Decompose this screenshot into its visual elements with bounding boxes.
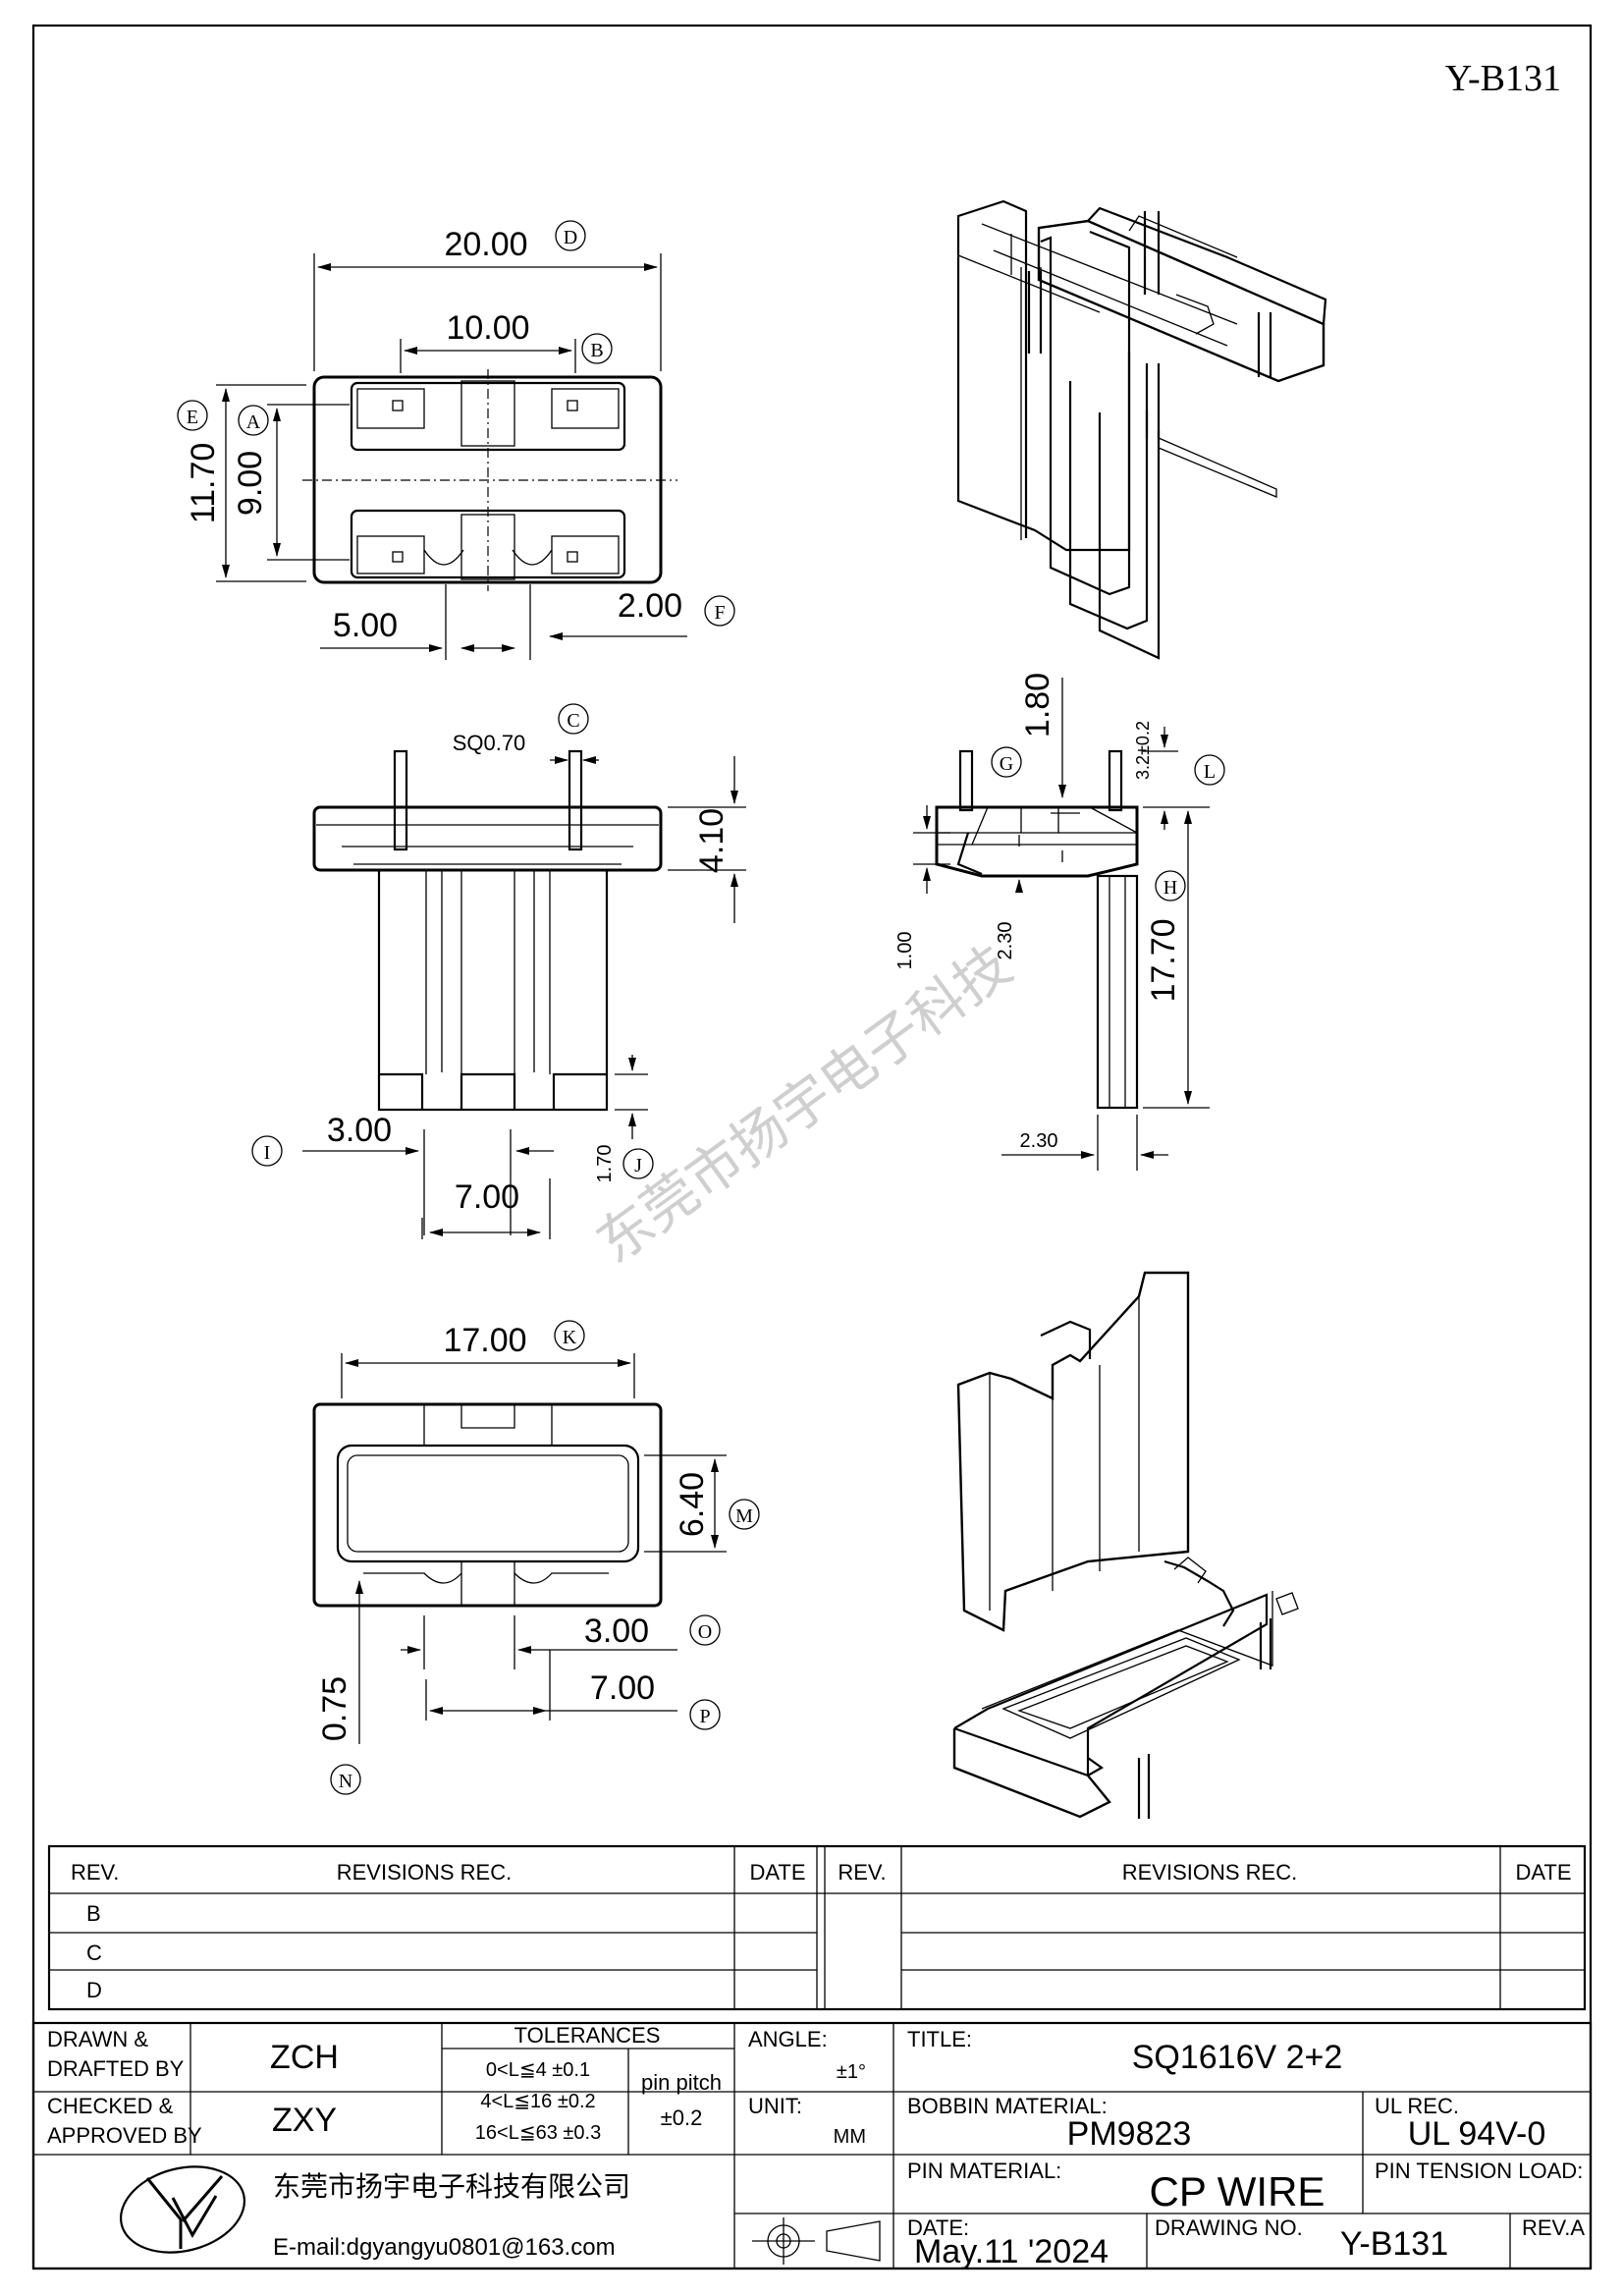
top-label-f: F xyxy=(714,602,725,624)
rec-header-right: REVISIONS REC. xyxy=(1122,1860,1297,1885)
company-logo xyxy=(119,2165,246,2254)
company-name: 东莞市扬宇电子科技有限公司 xyxy=(273,2171,630,2202)
tolerance-row-1: 0<L≦4 ±0.1 xyxy=(486,2059,590,2081)
tolerance-row-2: 4<L≦16 ±0.2 xyxy=(480,2091,595,2112)
rev-row-b: B xyxy=(86,1901,101,1926)
top-label-b: B xyxy=(590,340,603,361)
title-label: TITLE: xyxy=(907,2027,972,2051)
side-dim-body: 17.70 xyxy=(1145,918,1182,1002)
front-dim-pitch: 7.00 xyxy=(455,1178,519,1216)
tolerance-row-3: 16<L≦63 ±0.3 xyxy=(475,2122,601,2144)
side-label-g: G xyxy=(1000,753,1013,775)
bottom-dim-notch: 3.00 xyxy=(584,1613,649,1650)
rev-header-left: REV. xyxy=(71,1860,119,1885)
top-dim-pins: 10.00 xyxy=(446,309,529,347)
top-dim-width: 20.00 xyxy=(444,226,527,263)
projection-symbol xyxy=(752,2217,881,2265)
side-dim-a: 1.00 xyxy=(894,932,916,970)
angle-label: ANGLE: xyxy=(748,2027,828,2051)
ul-rec-value: UL 94V-0 xyxy=(1408,2115,1546,2153)
isometric-view-bottom xyxy=(952,1271,1299,1819)
bobbin-material-value: PM9823 xyxy=(1067,2115,1192,2153)
bottom-label-k: K xyxy=(563,1327,577,1348)
side-dim-c: 2.30 xyxy=(1020,1130,1058,1152)
bottom-label-m: M xyxy=(735,1505,753,1527)
rev-row-d: D xyxy=(86,1978,102,2002)
unit-value: MM xyxy=(834,2126,866,2148)
bottom-view: 17.00 K 6.40 M 0.75 N 3.00 O 7.00 P xyxy=(312,1320,760,1795)
front-label-c: C xyxy=(567,710,579,732)
date-value: May.11 '2024 xyxy=(914,2233,1109,2270)
ul-rec-label: UL REC. xyxy=(1375,2094,1459,2118)
side-dim-b: 2.30 xyxy=(995,922,1016,960)
pin-tension-label: PIN TENSION LOAD: xyxy=(1375,2159,1583,2183)
pin-material-value: CP WIRE xyxy=(1150,2168,1325,2214)
date-header-left: DATE xyxy=(749,1860,805,1885)
top-dim-height-inner: 9.00 xyxy=(232,451,269,516)
tolerances-label: TOLERANCES xyxy=(514,2023,661,2048)
side-view: 1.80 G 3.2±0.2 L 17.70 H 1.00 2.30 2.30 xyxy=(894,673,1225,1171)
title-block: DRAWN & DRAFTED BY ZCH CHECKED & APPROVE… xyxy=(31,2021,1593,2270)
pin-pitch-label: pin pitch xyxy=(641,2070,722,2095)
rec-header-left: REVISIONS REC. xyxy=(337,1860,512,1885)
checked-label-line2: APPROVED BY xyxy=(47,2123,202,2148)
bottom-dim-pitch: 7.00 xyxy=(590,1669,655,1707)
watermark: 东莞市扬宇电子科技 xyxy=(585,934,1023,1277)
front-dim-notch: 3.00 xyxy=(327,1112,392,1149)
rev-a-label: REV.A xyxy=(1522,2215,1585,2240)
drawn-label-line2: DRAFTED BY xyxy=(47,2056,185,2081)
unit-label: UNIT: xyxy=(748,2094,802,2118)
company-email: E-mail:dgyangyu0801@163.com xyxy=(273,2234,616,2261)
bobbin-material-label: BOBBIN MATERIAL: xyxy=(907,2094,1108,2118)
checked-label-line1: CHECKED & xyxy=(47,2094,174,2118)
bottom-dim-gap: 0.75 xyxy=(316,1676,353,1741)
top-label-d: D xyxy=(564,227,577,248)
side-label-l: L xyxy=(1204,761,1216,783)
drawing-code-corner: Y-B131 xyxy=(1445,58,1561,99)
top-dim-slot: 5.00 xyxy=(333,607,398,644)
bottom-label-n: N xyxy=(339,1771,352,1792)
side-label-h: H xyxy=(1163,877,1177,899)
drawn-by-value: ZCH xyxy=(270,2039,339,2076)
pin-pitch-tolerance: ±0.2 xyxy=(661,2105,703,2130)
side-dim-top: 1.80 xyxy=(1019,673,1056,738)
date-header-right: DATE xyxy=(1515,1860,1571,1885)
isometric-view-top xyxy=(956,199,1327,660)
angle-value: ±1° xyxy=(837,2061,866,2083)
title-value: SQ1616V 2+2 xyxy=(1132,2039,1343,2076)
drawing-no-label: DRAWING NO. xyxy=(1155,2215,1303,2240)
pin-material-label: PIN MATERIAL: xyxy=(907,2159,1061,2183)
revisions-table: REV. REVISIONS REC. DATE REV. REVISIONS … xyxy=(47,1844,1587,2011)
top-dim-height-outer: 11.70 xyxy=(185,443,222,524)
front-label-i: I xyxy=(264,1142,271,1164)
checked-by-value: ZXY xyxy=(272,2102,337,2139)
bottom-label-p: P xyxy=(699,1706,710,1727)
bottom-dim-width: 17.00 xyxy=(443,1322,526,1359)
bottom-dim-window: 6.40 xyxy=(674,1472,711,1537)
rev-row-c: C xyxy=(86,1941,102,1965)
bottom-label-o: O xyxy=(698,1621,712,1643)
top-dim-gap: 2.00 xyxy=(618,587,682,625)
rev-header-right: REV. xyxy=(838,1860,886,1885)
front-label-j: J xyxy=(634,1155,642,1176)
top-label-a: A xyxy=(246,411,261,433)
drawn-label-line1: DRAWN & xyxy=(47,2027,148,2051)
front-dim-pin-sq: SQ0.70 xyxy=(453,731,526,755)
front-dim-flange: 4.10 xyxy=(693,808,730,873)
front-view: SQ0.70 C 4.10 3.00 I 7.00 1.70 J xyxy=(251,703,746,1239)
side-dim-pin-len: 3.2±0.2 xyxy=(1133,721,1153,780)
top-view: 20.00 D 10.00 B 11.70 E 9.00 A 5.00 2.00 xyxy=(177,220,735,660)
date-label: DATE: xyxy=(907,2215,969,2240)
top-label-e: E xyxy=(187,407,198,428)
drawing-no-value: Y-B131 xyxy=(1340,2225,1448,2263)
front-dim-step: 1.70 xyxy=(594,1145,616,1183)
